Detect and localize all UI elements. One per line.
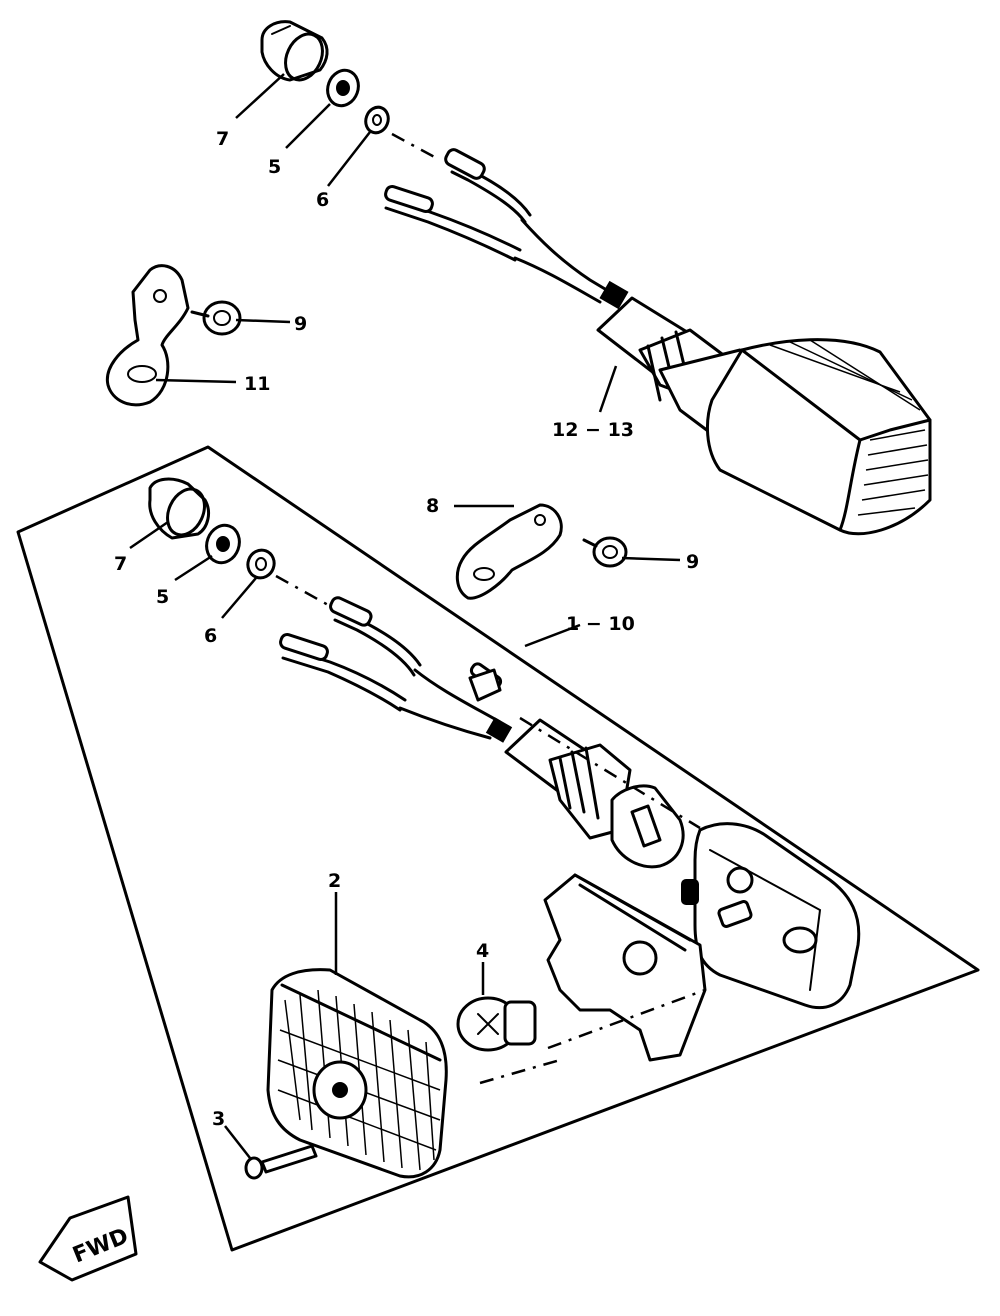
upper-nut-part	[326, 68, 360, 108]
screw-part	[244, 1144, 318, 1180]
fwd-arrow-icon: FWD	[38, 1195, 138, 1282]
lower-cap-part	[148, 477, 210, 540]
callout-lower-cap: 7	[114, 553, 127, 575]
callout-front-signal-assy: 1 − 10	[566, 613, 635, 635]
lower-washer-part	[246, 548, 276, 580]
callout-upper-bracket: 11	[244, 373, 270, 395]
lower-wire-harness	[279, 596, 513, 743]
callout-lower-washer: 6	[204, 625, 217, 647]
callout-rear-signal-assy: 12 − 13	[552, 419, 634, 441]
callout-bulb: 4	[476, 940, 489, 962]
upper-washer-part	[364, 105, 390, 135]
callout-upper-washer: 6	[316, 189, 329, 211]
upper-bolt-part	[190, 300, 242, 336]
bulb-part	[456, 996, 537, 1052]
lower-bolt-part	[582, 536, 628, 568]
assembly-frame	[16, 445, 980, 1252]
lower-bracket-part	[455, 503, 563, 600]
callout-lower-bolt: 9	[686, 551, 699, 573]
callout-upper-cap: 7	[216, 128, 229, 150]
upper-cap-part	[260, 20, 329, 82]
callout-lower-bracket: 8	[426, 495, 439, 517]
callout-upper-bolt: 9	[294, 313, 307, 335]
lens-part	[266, 968, 448, 1179]
callout-lens: 2	[328, 870, 341, 892]
callout-lower-nut: 5	[156, 586, 169, 608]
front-signal-assembly	[468, 668, 861, 1010]
lower-nut-part	[205, 523, 241, 565]
rear-signal-assembly	[596, 296, 932, 536]
leader-lines	[129, 73, 681, 1159]
callout-screw: 3	[212, 1108, 225, 1130]
gasket-part	[543, 873, 707, 1062]
upper-bracket-part	[105, 264, 190, 407]
upper-wire-harness	[384, 148, 629, 310]
callout-upper-nut: 5	[268, 156, 281, 178]
